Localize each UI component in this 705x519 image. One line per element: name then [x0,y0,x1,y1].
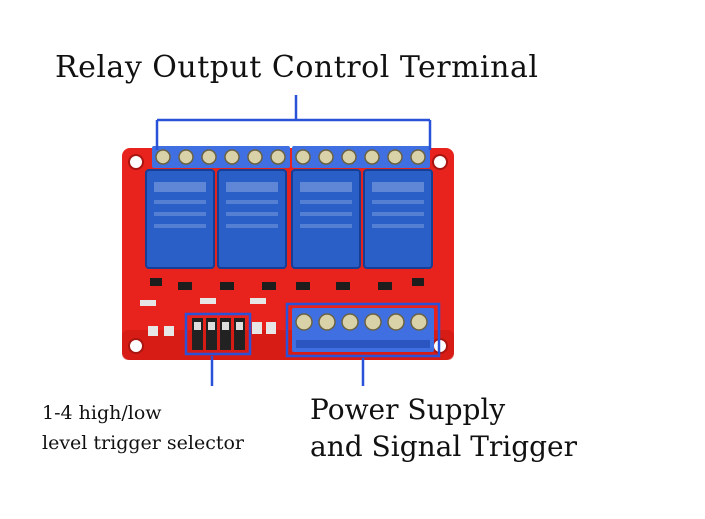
relay-3 [291,169,361,269]
callout-power [285,302,441,386]
screw-terminal [318,149,334,165]
screw-terminal [155,149,171,165]
screw-terminal [247,149,263,165]
screw-terminal [178,149,194,165]
screw-terminal [270,149,286,165]
relay-2 [217,169,287,269]
relays [145,169,433,269]
mounting-hole [432,154,448,170]
smd-components [140,278,424,336]
mounting-hole [128,154,144,170]
screw-terminal [295,149,311,165]
screw-terminal [387,313,405,331]
trigger-selector-label-line2: level trigger selector [42,432,245,454]
screw-terminal [341,313,359,331]
relay-1 [145,169,215,269]
screw-terminal [410,313,428,331]
screw-terminal [318,313,336,331]
output-screws [155,149,426,165]
relay-4 [363,169,433,269]
screw-terminal [364,313,382,331]
screw-terminal [364,149,380,165]
mounting-hole [128,338,144,354]
input-terminal-block [292,308,434,352]
relay-output-terminal-label: Relay Output Control Terminal [55,50,539,85]
power-supply-label-line1: Power Supply [310,393,506,426]
trigger-selector-label-line1: 1-4 high/low [42,402,162,424]
callout-selector [184,312,252,386]
input-screws [295,313,428,331]
screw-terminal [341,149,357,165]
callout-output [155,95,432,150]
power-supply-label-line2: and Signal Trigger [310,430,578,463]
screw-terminal [224,149,240,165]
screw-terminal [410,149,426,165]
screw-terminal [295,313,313,331]
screw-terminal [387,149,403,165]
screw-terminal [201,149,217,165]
trigger-jumpers [192,318,245,350]
output-terminal-block [152,146,430,168]
